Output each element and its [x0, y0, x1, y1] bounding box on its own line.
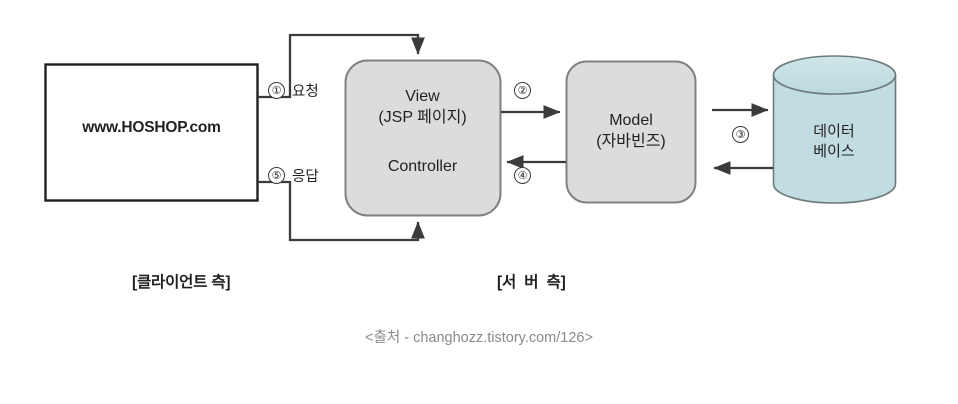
step-1-number: ① — [268, 82, 285, 99]
step-4-number: ④ — [514, 167, 531, 184]
view-label: View (JSP 페이지) — [378, 88, 467, 127]
caption-client-side: [클라이언트 측] — [132, 274, 231, 291]
caption-server-side: [서 버 측] — [497, 274, 566, 291]
step-2-number: ② — [514, 82, 531, 99]
source-credit: <출처 - changhozz.tistory.com/126> — [365, 330, 593, 346]
step-1-label: 요청 — [292, 84, 319, 100]
view-controller-box — [344, 59, 502, 217]
step-3-number: ③ — [732, 126, 749, 143]
client-browser-box — [44, 63, 259, 202]
step-5-number: ⑤ — [268, 167, 285, 184]
database-cylinder — [772, 55, 897, 204]
step-5-label: 응답 — [292, 169, 319, 185]
model-label: Model (자바빈즈) — [596, 112, 666, 151]
controller-label: Controller — [387, 158, 458, 175]
database-label: 데이터 베이스 — [813, 123, 855, 160]
client-browser-label: www.HOSHOP.com — [82, 119, 221, 136]
model-box — [565, 60, 697, 204]
